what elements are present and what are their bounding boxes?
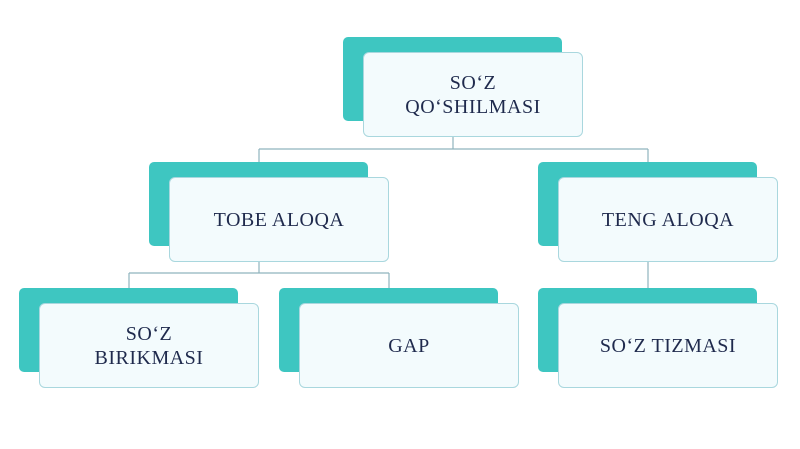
node-label: TENG ALOQA [601, 208, 735, 231]
node-card: SO‘Z BIRIKMASI [39, 303, 259, 388]
node-card: TOBE ALOQA [169, 177, 389, 262]
node-card: SO‘Z TIZMASI [558, 303, 778, 388]
node-label: GAP [388, 334, 430, 357]
node-card: SO‘Z QO‘SHILMASI [363, 52, 583, 137]
node-card: GAP [299, 303, 519, 388]
node-label: SO‘Z BIRIKMASI [94, 322, 204, 369]
node-label: SO‘Z QO‘SHILMASI [405, 71, 541, 118]
node-label: TOBE ALOQA [213, 208, 345, 231]
node-label: SO‘Z TIZMASI [599, 334, 737, 357]
node-card: TENG ALOQA [558, 177, 778, 262]
